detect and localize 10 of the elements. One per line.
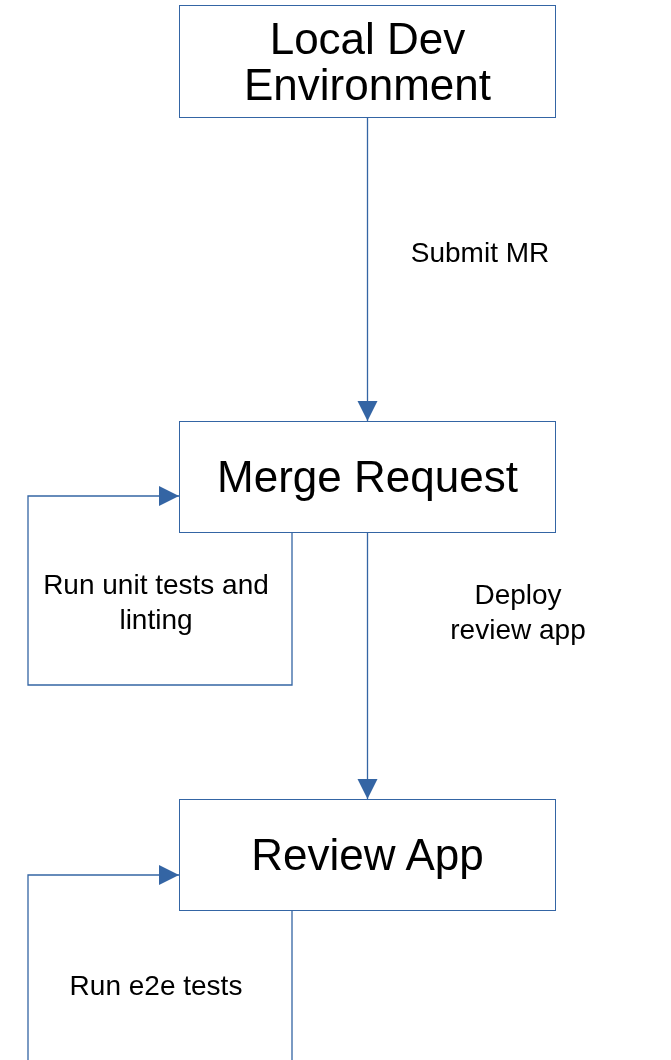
process-box <box>179 5 556 118</box>
arrow <box>27 486 293 686</box>
arrow <box>357 532 378 800</box>
process-box <box>179 799 556 911</box>
box-title: Review App <box>250 832 485 878</box>
arrow <box>27 865 293 1060</box>
box-title: Local Dev Environment <box>243 16 492 107</box>
box-title: Merge Request <box>216 454 519 500</box>
process-box <box>179 421 556 533</box>
arrow <box>357 117 378 422</box>
